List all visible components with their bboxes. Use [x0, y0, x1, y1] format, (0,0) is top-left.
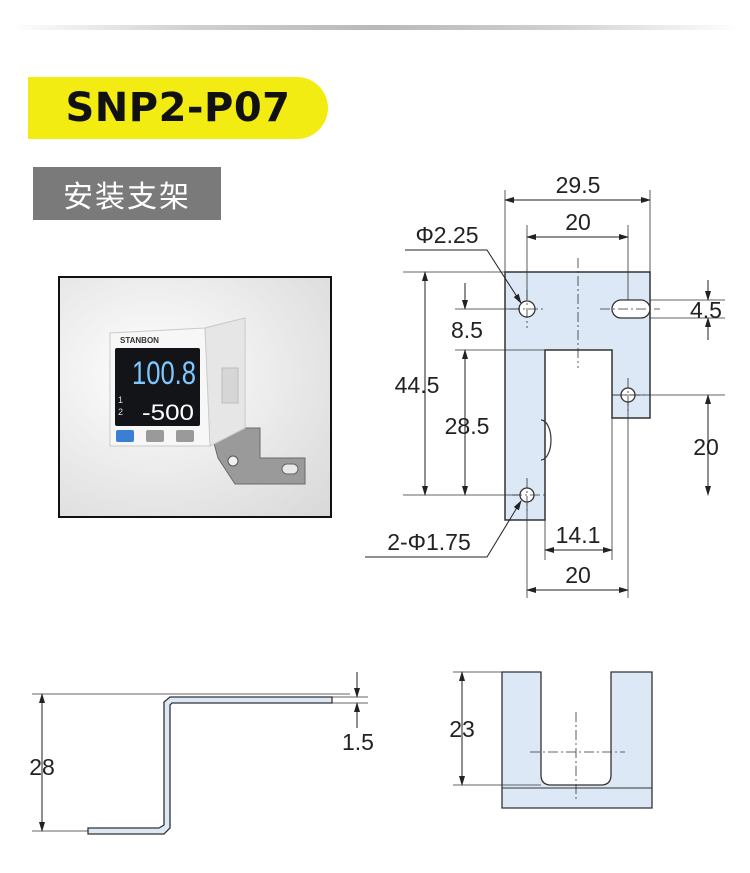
- dim-side-height: 28: [29, 754, 55, 780]
- side-view: 28 1.5: [29, 672, 374, 835]
- bottom-profile: [501, 671, 653, 809]
- dim-bottom-height: 23: [449, 716, 475, 742]
- display-screen: [115, 348, 200, 426]
- dim-thickness: 1.5: [342, 729, 374, 755]
- button-blue: [116, 430, 134, 442]
- sub-reading: -500: [142, 400, 194, 425]
- product-illustration: STANBON 100.8 -500 1 2: [109, 317, 306, 485]
- dim-slot-depth: 28.5: [445, 413, 490, 439]
- bracket-slot: [281, 463, 299, 475]
- dim-bottom-holes: 2-Φ1.75: [387, 529, 471, 555]
- bracket-outline: [504, 271, 651, 521]
- bracket-hole: [227, 455, 239, 467]
- dim-side-hole-height: 20: [693, 434, 719, 460]
- dim-slot-width: 4.5: [690, 297, 722, 323]
- button-gray-2: [176, 430, 194, 442]
- dimension-lines: [365, 197, 711, 593]
- channel-1: 1: [118, 395, 123, 405]
- sensor-vent: [221, 367, 239, 404]
- dim-width-total: 29.5: [556, 172, 601, 198]
- dim-top-hole-offset: 8.5: [451, 317, 483, 343]
- dim-hole-dia: Φ2.25: [415, 222, 478, 248]
- product-photo: STANBON 100.8 -500 1 2: [58, 276, 332, 518]
- main-reading: 100.8: [132, 355, 196, 391]
- button-gray-1: [146, 430, 164, 442]
- dim-height-total: 44.5: [395, 372, 440, 398]
- channel-2: 2: [118, 407, 123, 417]
- side-profile: [87, 696, 333, 835]
- dim-slot-offset: 14.1: [556, 522, 601, 548]
- bracket-shape: [209, 427, 306, 485]
- dim-width-holes: 20: [565, 209, 591, 235]
- section-title: 安装支架: [33, 167, 221, 220]
- brand-label: STANBON: [120, 336, 159, 345]
- model-title: SNP2-P07: [28, 77, 328, 139]
- bottom-view: 23: [449, 671, 653, 809]
- front-view: 29.5 20 Φ2.25 4.5 8.5 44.5 28.5 20 2-Φ1.…: [365, 172, 725, 598]
- bend-arc: [540, 419, 552, 461]
- dim-bottom-spacing: 20: [565, 562, 591, 588]
- top-divider: [10, 25, 740, 30]
